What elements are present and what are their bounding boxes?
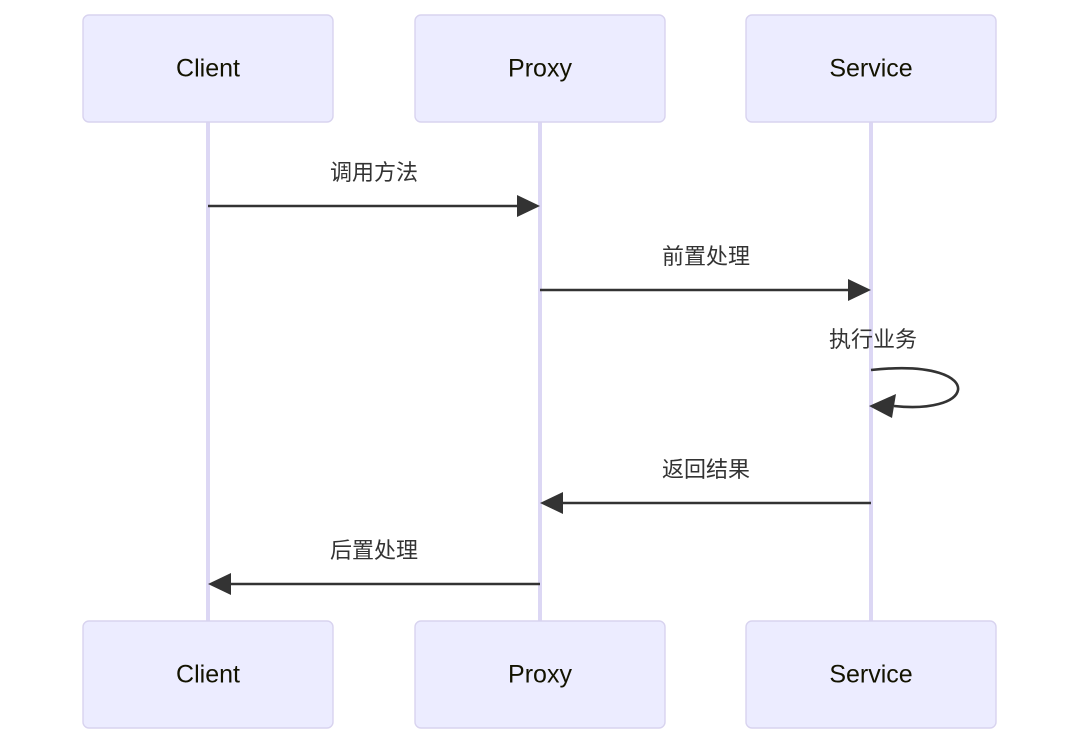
messages-group: 调用方法 前置处理 执行业务 返回结果 [208, 160, 960, 595]
actor-box-bottom-service[interactable]: Service [745, 620, 997, 729]
actor-rect-top-proxy [414, 14, 666, 123]
arrowhead-right-m2 [848, 279, 871, 301]
actor-label-bottom-client: Client [176, 661, 240, 689]
arrowhead-left-m3 [869, 394, 896, 418]
actor-box-bottom-client[interactable]: Client [82, 620, 334, 729]
message-post-process[interactable]: 后置处理 [208, 538, 540, 595]
message-label-call-method: 调用方法 [330, 160, 418, 185]
actor-rect-bottom-client [82, 620, 334, 729]
actor-box-top-proxy[interactable]: Proxy [414, 14, 666, 123]
actor-label-top-client: Client [176, 55, 240, 83]
message-label-execute-business: 执行业务 [829, 327, 917, 352]
arrowhead-left-m5 [208, 573, 231, 595]
arrowhead-right-m1 [517, 195, 540, 217]
actor-box-top-client[interactable]: Client [82, 14, 334, 123]
actor-boxes-top: Client Proxy Service [82, 14, 997, 123]
actor-rect-top-service [745, 14, 997, 123]
actor-label-top-proxy: Proxy [508, 55, 572, 83]
message-call-method[interactable]: 调用方法 [208, 160, 540, 217]
actor-boxes-bottom: Client Proxy Service [82, 620, 997, 729]
arrowhead-left-m4 [540, 492, 563, 514]
actor-label-bottom-proxy: Proxy [508, 661, 572, 689]
actor-rect-bottom-proxy [414, 620, 666, 729]
actor-label-bottom-service: Service [829, 661, 912, 689]
message-return-result[interactable]: 返回结果 [540, 457, 871, 514]
actor-rect-top-client [82, 14, 334, 123]
message-selfloop-m3 [870, 366, 960, 409]
message-execute-business[interactable]: 执行业务 [829, 327, 960, 418]
actor-box-bottom-proxy[interactable]: Proxy [414, 620, 666, 729]
message-label-pre-process: 前置处理 [662, 244, 750, 269]
message-label-post-process: 后置处理 [330, 538, 418, 563]
actor-label-top-service: Service [829, 55, 912, 83]
actor-rect-bottom-service [745, 620, 997, 729]
message-label-return-result: 返回结果 [662, 457, 750, 482]
lifelines-group [206, 122, 873, 621]
message-pre-process[interactable]: 前置处理 [540, 244, 871, 301]
actor-box-top-service[interactable]: Service [745, 14, 997, 123]
